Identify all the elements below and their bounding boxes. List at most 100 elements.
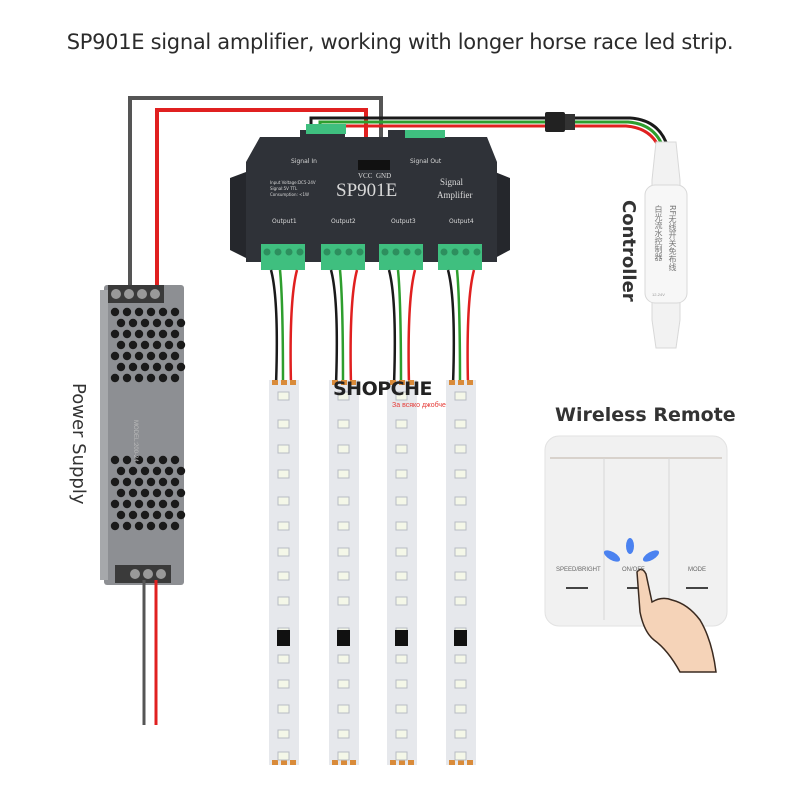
terminal-screw: [381, 248, 389, 256]
vcc-label: VCC: [358, 172, 373, 180]
wire-black: [387, 269, 397, 386]
vent-hole: [158, 455, 168, 465]
vent-hole: [140, 340, 150, 350]
led-chip: [454, 596, 467, 606]
solder-pad: [290, 380, 296, 385]
led-chip: [454, 469, 467, 479]
vent-hole: [152, 318, 162, 328]
vent-hole: [146, 307, 156, 317]
led-chip: [454, 521, 467, 531]
vent-hole: [164, 362, 174, 372]
terminal-screw: [296, 248, 304, 256]
controller-label: Controller: [618, 200, 639, 302]
wire-green: [455, 269, 462, 386]
terminal-screw: [263, 248, 271, 256]
terminal-screw: [356, 248, 364, 256]
vent-hole: [140, 318, 150, 328]
led-chip: [454, 704, 467, 714]
watermark-brand: SHOPCHE: [333, 378, 433, 400]
vent-hole: [170, 499, 180, 509]
led-chip: [337, 469, 350, 479]
led-chip: [395, 704, 408, 714]
vent-hole: [110, 477, 120, 487]
led-chip: [337, 679, 350, 689]
ic-chip: [277, 630, 290, 646]
vent-hole: [110, 329, 120, 339]
led-chip: [277, 571, 290, 581]
vent-hole: [176, 340, 186, 350]
vent-hole: [146, 455, 156, 465]
vent-hole: [134, 329, 144, 339]
led-chip: [277, 496, 290, 506]
led-chip: [454, 751, 467, 761]
wire-black: [329, 269, 339, 386]
output1-label: Output1: [272, 218, 297, 225]
vent-hole: [122, 499, 132, 509]
terminal-screw: [392, 248, 400, 256]
solder-pad: [281, 380, 287, 385]
vent-hole: [140, 510, 150, 520]
led-chip: [337, 654, 350, 664]
vent-hole: [158, 499, 168, 509]
vent-hole: [122, 307, 132, 317]
controller-text-1: 白光流水控制器: [654, 205, 663, 261]
vent-hole: [170, 307, 180, 317]
signal-in-label: Signal In: [291, 158, 317, 165]
solder-pad: [399, 380, 405, 385]
vent-hole: [122, 351, 132, 361]
terminal-screw: [451, 248, 459, 256]
vent-hole: [158, 351, 168, 361]
vent-hole: [146, 329, 156, 339]
vent-hole: [134, 499, 144, 509]
led-chip: [395, 751, 408, 761]
led-chip: [277, 704, 290, 714]
led-chip: [337, 391, 350, 401]
led-chip: [395, 571, 408, 581]
vent-hole: [176, 362, 186, 372]
vent-hole: [128, 318, 138, 328]
led-chip: [337, 571, 350, 581]
terminal-screw: [414, 248, 422, 256]
spec-line-2: Signal:5V TTL: [270, 186, 298, 191]
vent-hole: [164, 510, 174, 520]
output-terminals: [261, 244, 482, 386]
vent-hole: [128, 510, 138, 520]
vent-hole: [176, 488, 186, 498]
led-chip: [395, 521, 408, 531]
terminal-block: [321, 244, 365, 270]
vent-hole: [152, 466, 162, 476]
ic-chip: [337, 630, 350, 646]
led-strips: [269, 380, 476, 765]
solder-pad: [458, 380, 464, 385]
solder-pad: [341, 760, 347, 765]
terminal-screw: [334, 248, 342, 256]
led-chip: [337, 444, 350, 454]
output2-label: Output2: [331, 218, 356, 225]
vent-hole: [122, 373, 132, 383]
led-chip: [454, 419, 467, 429]
vent-hole: [116, 466, 126, 476]
output3-label: Output3: [391, 218, 416, 225]
terminal-screw: [473, 248, 481, 256]
vent-hole: [158, 307, 168, 317]
vent-hole: [164, 466, 174, 476]
led-chip: [395, 444, 408, 454]
ic-chip: [395, 630, 408, 646]
led-chip: [454, 654, 467, 664]
vent-hole: [122, 329, 132, 339]
power-supply-label: Power Supply: [68, 383, 89, 505]
psu-model: MODEL:200-24: [132, 420, 138, 462]
wire-red: [289, 269, 299, 386]
solder-pad: [390, 760, 396, 765]
led-chip: [395, 469, 408, 479]
solder-pad: [390, 380, 396, 385]
signal-out-label: Signal Out: [410, 158, 442, 165]
solder-pad: [272, 380, 278, 385]
vent-hole: [128, 340, 138, 350]
led-chip: [277, 521, 290, 531]
led-chip: [337, 596, 350, 606]
page-title: SP901E signal amplifier, working with lo…: [66, 30, 734, 54]
vent-hole: [116, 318, 126, 328]
vent-hole: [146, 351, 156, 361]
vent-hole: [140, 362, 150, 372]
